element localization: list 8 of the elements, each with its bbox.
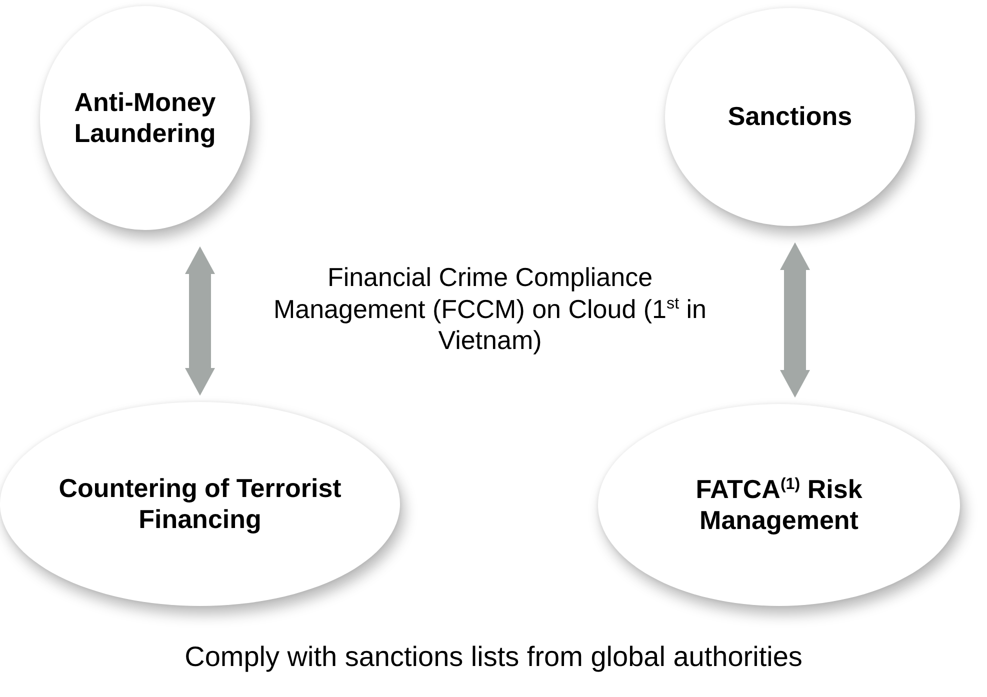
node-label: Sanctions [728,101,852,133]
node-label: Anti-Money Laundering [73,86,217,150]
node-label: FATCA$^{(1)}$ Risk Management [694,474,864,536]
center-title: Financial Crime Compliance Management (FCCM) on Cloud (1$^{st}$ in Vietnam) [272,262,708,358]
node-label: Countering of Terrorist Financing [58,472,342,536]
footnote-text: Comply with sanctions lists from global authorities [184,640,804,674]
double-arrow [185,246,215,396]
double-arrow [780,242,810,398]
